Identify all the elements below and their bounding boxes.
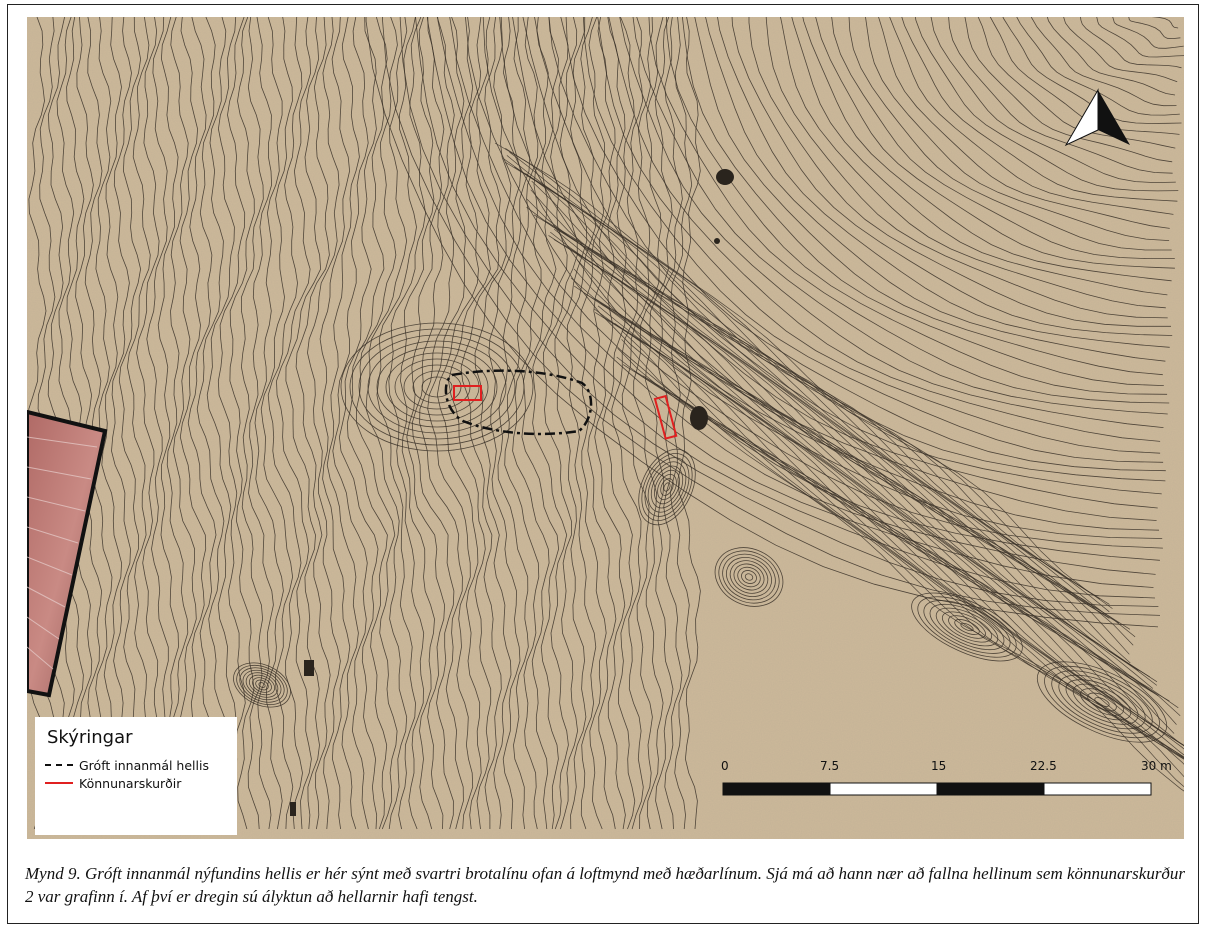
- legend-label: Gróft innanmál hellis: [79, 757, 209, 773]
- terrain-features: [290, 169, 734, 816]
- terrain-texture: [27, 17, 1184, 839]
- legend-title: Skýringar: [47, 727, 133, 748]
- legend-item-trenches: Könnunarskurðir: [45, 774, 227, 792]
- figure-frame: 0 7.5 15 22.5 30 m Skýringar Gróft innan…: [7, 4, 1199, 924]
- figure-caption: Mynd 9. Gróft innanmál nýfundins hellis …: [25, 864, 1186, 906]
- scale-label-2: 15: [931, 759, 947, 773]
- contour-map[interactable]: 0 7.5 15 22.5 30 m Skýringar Gróft innan…: [27, 17, 1184, 839]
- roof-structure: [27, 409, 108, 698]
- north-arrow-icon: [1064, 88, 1130, 147]
- scale-bar: [722, 782, 1152, 796]
- scale-label-3: 22.5: [1030, 759, 1057, 773]
- legend-item-cave-outline: Gróft innanmál hellis: [45, 756, 227, 774]
- trench-1[interactable]: [453, 385, 482, 401]
- map-canvas: [27, 17, 1184, 839]
- red-line-icon: [45, 782, 73, 784]
- scale-label-4: 30 m: [1141, 759, 1172, 773]
- trench-2[interactable]: [653, 394, 678, 440]
- contour-lines: [28, 17, 1184, 830]
- scale-label-1: 7.5: [820, 759, 840, 773]
- dashed-line-icon: [45, 764, 73, 766]
- legend-label: Könnunarskurðir: [79, 775, 182, 791]
- map-legend: Skýringar Gróft innanmál hellis Könnunar…: [35, 717, 237, 835]
- cave-outline[interactable]: [444, 369, 593, 436]
- scale-label-0: 0: [721, 759, 729, 773]
